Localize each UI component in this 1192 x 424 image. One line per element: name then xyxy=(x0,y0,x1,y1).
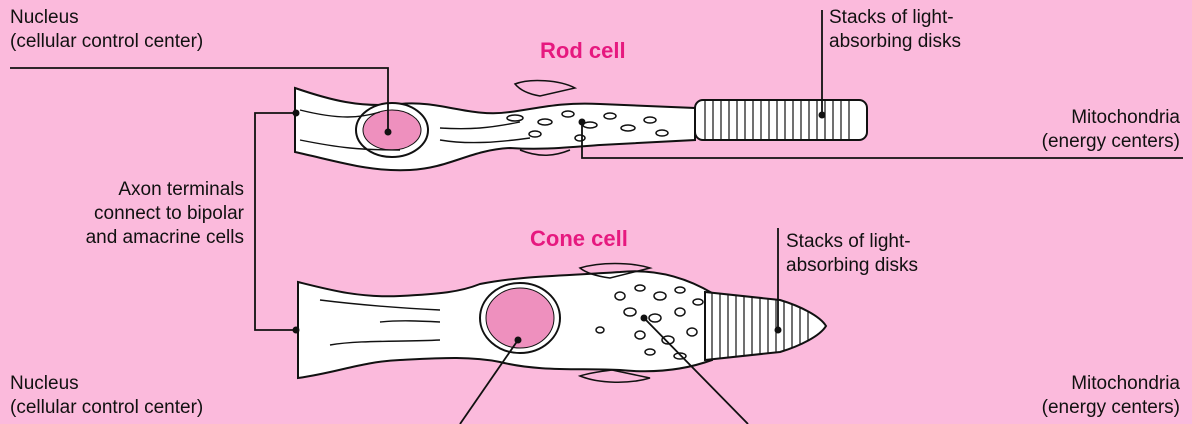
rod-cell-title: Rod cell xyxy=(540,38,626,64)
rod-nucleus xyxy=(363,110,421,150)
disks-label-bottom: Stacks of light- absorbing disks xyxy=(786,230,918,278)
cone-cell-title: Cone cell xyxy=(530,226,628,252)
mitochondria-label-top: Mitochondria (energy centers) xyxy=(1042,106,1180,154)
nucleus-label-top: Nucleus (cellular control center) xyxy=(10,6,203,54)
cone-cell xyxy=(298,264,826,383)
leader-axon xyxy=(255,113,296,330)
disks-label-top: Stacks of light- absorbing disks xyxy=(829,6,961,54)
mitochondria-label-bottom: Mitochondria (energy centers) xyxy=(1042,372,1180,420)
rod-cell xyxy=(295,81,867,171)
axon-terminals-label: Axon terminals connect to bipolar and am… xyxy=(86,178,244,250)
nucleus-label-bottom: Nucleus (cellular control center) xyxy=(10,372,203,420)
